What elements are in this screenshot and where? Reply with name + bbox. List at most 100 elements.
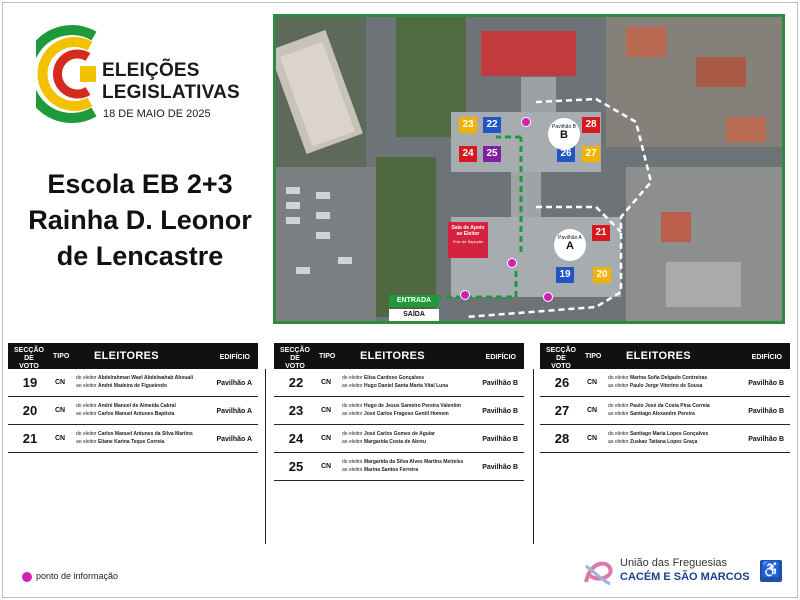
entrance-label: ENTRADA bbox=[389, 295, 439, 307]
table-row: 23 CN do eleitor Hugo de Jesus Sameiro P… bbox=[274, 397, 524, 425]
voters-table-1: SECÇÃO DE VOTO TIPO ELEITORES EDIFÍCIO 1… bbox=[8, 343, 258, 453]
aerial-map-drawing bbox=[276, 17, 782, 321]
voter-range-from: do eleitor Paulo José da Costa Pina Corr… bbox=[608, 403, 710, 409]
from-prefix: do eleitor bbox=[342, 459, 363, 465]
section-badge-26-bg bbox=[557, 146, 575, 162]
section-number: 27 bbox=[554, 403, 570, 418]
voter-range-from: do eleitor Elisa Cardoso Gonçalves bbox=[342, 375, 424, 381]
building: Pavilhão A bbox=[216, 408, 252, 415]
to-name: José Carlos Fragoso Gentil Homem bbox=[363, 411, 449, 417]
voter-range-to: ao eleitor Santiago Alexandre Pereira bbox=[608, 411, 695, 417]
site-map: 23 22 28 24 25 26 27 21 19 20 Pavilhão B… bbox=[273, 14, 785, 324]
info-point-icon bbox=[22, 571, 32, 582]
from-prefix: do eleitor bbox=[608, 375, 629, 381]
voter-range-to: ao eleitor André Madeira de Figueiredo bbox=[76, 383, 167, 389]
parish-union-name: União das Freguesias bbox=[620, 557, 728, 569]
from-prefix: do eleitor bbox=[76, 375, 97, 381]
table-row: 25 CN do eleitor Margarida da Silva Alve… bbox=[274, 453, 524, 481]
from-name: Hugo de Jesus Sameiro Pereira Valentim bbox=[363, 403, 461, 409]
building: Pavilhão B bbox=[482, 464, 518, 471]
section-badge-23-bg bbox=[459, 117, 477, 133]
section-badge-20-bg bbox=[593, 267, 611, 283]
section-badge-21-bg bbox=[592, 225, 610, 241]
info-point-legend-label: ponto de informação bbox=[36, 571, 119, 581]
section-badge-28-label: 28 bbox=[585, 119, 597, 130]
from-prefix: do eleitor bbox=[342, 431, 363, 437]
section-number: 26 bbox=[554, 375, 570, 390]
section-badge-24: 24 bbox=[459, 146, 477, 162]
building: Pavilhão B bbox=[482, 380, 518, 387]
section-badge-26-label: 26 bbox=[560, 148, 572, 159]
to-prefix: ao eleitor bbox=[342, 467, 363, 473]
from-name: Santiago Maria Lopes Gonçalves bbox=[629, 431, 709, 437]
voter-range-from: do eleitor Abdelrahman Wael Abdelwahab A… bbox=[76, 375, 193, 381]
voter-range-to: ao eleitor Zuskav Tatiana Lopes Graça bbox=[608, 439, 697, 445]
pavilion-b-name: Pavilhão B bbox=[552, 124, 576, 130]
to-name: Marina Santos Ferreira bbox=[363, 467, 419, 473]
section-badge-23: 23 bbox=[459, 117, 477, 133]
support-room-subtitle: Polo de Sapeção bbox=[452, 239, 484, 244]
section-number: 22 bbox=[288, 375, 304, 390]
column-divider bbox=[265, 369, 266, 544]
section-number: 21 bbox=[22, 431, 38, 446]
to-prefix: ao eleitor bbox=[342, 383, 363, 389]
to-name: André Madeira de Figueiredo bbox=[97, 383, 167, 389]
section-badge-25-bg bbox=[483, 146, 501, 162]
section-badge-22-bg bbox=[483, 117, 501, 133]
section-badge-28: 28 bbox=[582, 117, 600, 133]
table-row: 22 CN do eleitor Elisa Cardoso Gonçalves… bbox=[274, 369, 524, 397]
voters-table-3: SECÇÃO DE VOTO TIPO ELEITORES EDIFÍCIO 2… bbox=[540, 343, 790, 453]
section-badge-21: 21 bbox=[592, 225, 610, 241]
elections-emblem-icon bbox=[36, 25, 97, 123]
voter-range-from: do eleitor André Manuel de Almeida Cabra… bbox=[76, 403, 176, 409]
section-type: CN bbox=[321, 379, 332, 386]
to-prefix: ao eleitor bbox=[608, 439, 629, 445]
voter-range-from: do eleitor Santiago Maria Lopes Gonçalve… bbox=[608, 431, 708, 437]
info-point-icon bbox=[460, 290, 470, 300]
from-name: José Carlos Gomes de Aguiar bbox=[363, 431, 435, 437]
header-building: EDIFÍCIO bbox=[219, 354, 250, 361]
to-name: Eliane Karina Teque Correia bbox=[97, 439, 165, 445]
header-voters: ELEITORES bbox=[360, 350, 425, 362]
section-type: CN bbox=[55, 379, 66, 386]
table-row: 27 CN do eleitor Paulo José da Costa Pin… bbox=[540, 397, 790, 425]
school-name: Escola EB 2+3 Rainha D. Leonor de Lencas… bbox=[10, 166, 270, 274]
section-number: 23 bbox=[288, 403, 304, 418]
to-prefix: ao eleitor bbox=[608, 383, 629, 389]
section-badge-20: 20 bbox=[593, 267, 611, 283]
voter-range-from: do eleitor José Carlos Gomes de Aguiar bbox=[342, 431, 435, 437]
info-point-icon bbox=[507, 258, 517, 268]
from-name: Carlos Manuel Antunes da Silva Martins bbox=[97, 431, 193, 437]
support-room-title: Sala de Apoio ao Eleitor bbox=[451, 225, 485, 237]
to-prefix: ao eleitor bbox=[342, 439, 363, 445]
voter-range-from: do eleitor Carlos Manuel Antunes da Silv… bbox=[76, 431, 193, 437]
column-divider bbox=[533, 369, 534, 544]
voter-range-to: ao eleitor Margarida Costa de Abreu bbox=[342, 439, 426, 445]
voters-table-2: SECÇÃO DE VOTO TIPO ELEITORES EDIFÍCIO 2… bbox=[274, 343, 524, 481]
election-date: 18 DE MAIO DE 2025 bbox=[103, 108, 211, 120]
from-prefix: do eleitor bbox=[608, 403, 629, 409]
section-badge-25-label: 25 bbox=[486, 148, 498, 159]
section-badge-20-label: 20 bbox=[596, 269, 608, 280]
section-badge-25: 25 bbox=[483, 146, 501, 162]
from-prefix: do eleitor bbox=[342, 375, 363, 381]
from-prefix: do eleitor bbox=[608, 431, 629, 437]
voter-range-to: ao eleitor Hugo Daniel Santa Marta Vital… bbox=[342, 383, 448, 389]
exit-label: SAÍDA bbox=[389, 309, 439, 321]
table-header: SECÇÃO DE VOTO TIPO ELEITORES EDIFÍCIO bbox=[540, 343, 790, 370]
section-type: CN bbox=[587, 407, 598, 414]
pavilion-b-label: Pavilhão B B bbox=[548, 118, 580, 150]
to-name: Carlos Manuel Antunes Baptista bbox=[97, 411, 175, 417]
section-badge-21-label: 21 bbox=[595, 227, 607, 238]
from-name: Marina Sofia Delgado Contreiras bbox=[629, 375, 708, 381]
section-number: 19 bbox=[22, 375, 38, 390]
from-name: Abdelrahman Wael Abdelwahab Abouali bbox=[97, 375, 193, 381]
voter-range-to: ao eleitor Eliane Karina Teque Correia bbox=[76, 439, 164, 445]
info-point-icon bbox=[521, 117, 531, 127]
from-prefix: do eleitor bbox=[342, 403, 363, 409]
building: Pavilhão B bbox=[748, 380, 784, 387]
section-badge-19: 19 bbox=[556, 267, 574, 283]
voter-range-to: ao eleitor Marina Santos Ferreira bbox=[342, 467, 418, 473]
to-name: Santiago Alexandre Pereira bbox=[629, 411, 695, 417]
to-prefix: ao eleitor bbox=[76, 411, 97, 417]
